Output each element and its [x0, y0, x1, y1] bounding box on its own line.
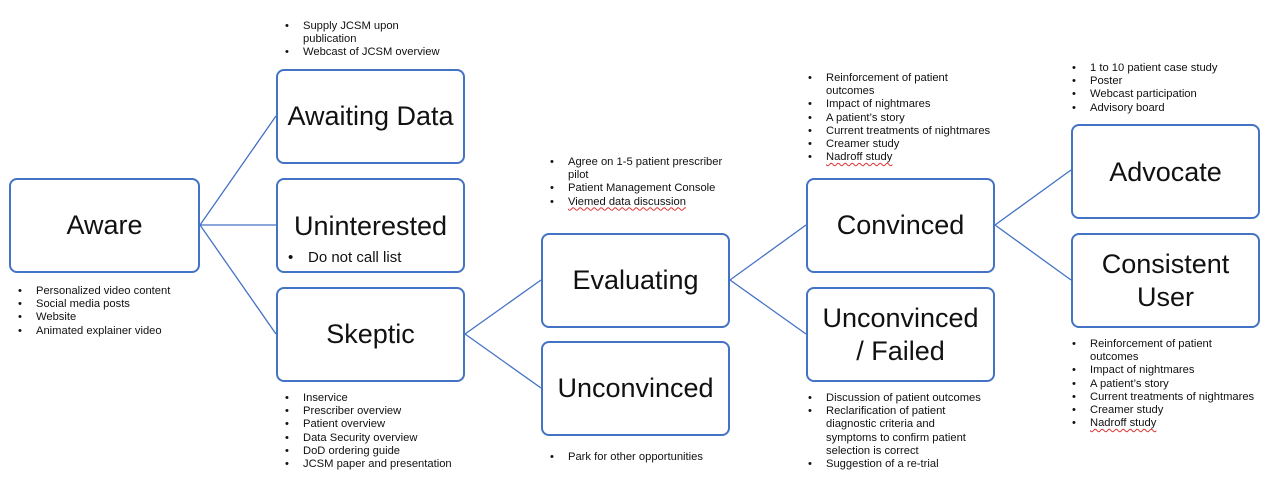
- note-item: Discussion of patient outcomes: [806, 392, 996, 405]
- note-item: Impact of nightmares: [806, 98, 1006, 111]
- stage-aware: Aware: [9, 178, 200, 273]
- stage-label: Awaiting Data: [287, 101, 454, 131]
- stage-advocate: Advocate: [1071, 124, 1260, 219]
- stage-skeptic: Skeptic: [276, 287, 465, 382]
- stage-evaluating: Evaluating: [541, 233, 730, 328]
- stage-label: Advocate: [1109, 157, 1222, 187]
- note-item: Current treatments of nightmares: [1070, 391, 1275, 404]
- uninterested-notes: Do not call list: [278, 249, 401, 266]
- note-item: Nadroff study: [1070, 417, 1275, 430]
- note-item: Social media posts: [16, 298, 236, 311]
- consistent-user-notes: Reinforcement of patient outcomes Impact…: [1070, 338, 1275, 431]
- connector-aware-skeptic: [199, 224, 277, 335]
- stage-label: Consistent User: [1101, 248, 1230, 312]
- note-item: A patient’s story: [1070, 378, 1275, 391]
- note-item: Reclarification of patient diagnostic cr…: [806, 405, 976, 458]
- note-item: Supply JCSM upon publication: [283, 20, 423, 46]
- note-text: Viemed data discussion: [568, 195, 686, 208]
- note-item: Poster: [1070, 75, 1270, 88]
- note-item: A patient’s story: [806, 112, 1006, 125]
- connector-skeptic-evaluating: [464, 279, 542, 335]
- awaiting-data-notes: Supply JCSM upon publication Webcast of …: [283, 20, 463, 60]
- note-item: Creamer study: [806, 138, 1006, 151]
- note-item: Reinforcement of patient outcomes: [1070, 338, 1220, 364]
- note-item: Personalized video content: [16, 285, 236, 298]
- note-item: Viemed data discussion: [548, 196, 738, 209]
- connector-convinced-consistent: [994, 224, 1072, 281]
- note-item: DoD ordering guide: [283, 445, 483, 458]
- note-item: Patient overview: [283, 418, 483, 431]
- note-item: Prescriber overview: [283, 405, 483, 418]
- unconvinced-notes: Park for other opportunities: [548, 451, 748, 464]
- note-item: Impact of nightmares: [1070, 364, 1275, 377]
- note-item: Park for other opportunities: [548, 451, 748, 464]
- unconvinced-failed-notes: Discussion of patient outcomes Reclarifi…: [806, 392, 996, 471]
- stage-unconvinced-failed: Unconvinced / Failed: [806, 287, 995, 382]
- note-item: Reinforcement of patient outcomes: [806, 72, 956, 98]
- stage-label: Uninterested: [293, 211, 448, 241]
- convinced-notes: Reinforcement of patient outcomes Impact…: [806, 72, 1006, 165]
- stage-uninterested: Uninterested Do not call list: [276, 178, 465, 273]
- note-item: Advisory board: [1070, 102, 1270, 115]
- note-item: Webcast participation: [1070, 88, 1270, 101]
- connector-evaluating-convinced: [729, 224, 807, 281]
- stage-label: Aware: [66, 210, 143, 240]
- note-item: Data Security overview: [283, 432, 483, 445]
- note-item: Agree on 1-5 patient prescriber pilot: [548, 156, 738, 182]
- stage-label: Unconvinced / Failed: [822, 302, 979, 366]
- stage-consistent-user: Consistent User: [1071, 233, 1260, 328]
- note-text: Nadroff study: [1090, 417, 1157, 430]
- evaluating-notes: Agree on 1-5 patient prescriber pilot Pa…: [548, 156, 738, 209]
- note-item: 1 to 10 patient case study: [1070, 62, 1270, 75]
- note-item: Do not call list: [284, 249, 401, 266]
- stage-convinced: Convinced: [806, 178, 995, 273]
- skeptic-notes: Inservice Prescriber overview Patient ov…: [283, 392, 483, 471]
- note-item: JCSM paper and presentation: [283, 458, 483, 471]
- note-item: Current treatments of nightmares: [806, 125, 1006, 138]
- note-item: Creamer study: [1070, 404, 1275, 417]
- stage-label: Convinced: [836, 210, 965, 240]
- note-text: Nadroff study: [826, 151, 893, 164]
- stage-label: Unconvinced: [557, 373, 714, 403]
- advocate-notes: 1 to 10 patient case study Poster Webcas…: [1070, 62, 1270, 115]
- stage-unconvinced: Unconvinced: [541, 341, 730, 436]
- connector-evaluating-failed: [729, 279, 807, 335]
- note-item: Animated explainer video: [16, 325, 236, 338]
- aware-notes: Personalized video content Social media …: [16, 285, 236, 338]
- stage-label: Evaluating: [572, 265, 699, 295]
- note-item: Inservice: [283, 392, 483, 405]
- note-item: Nadroff study: [806, 151, 1006, 164]
- connector-skeptic-unconvinced: [464, 333, 542, 389]
- connector-convinced-advocate: [994, 169, 1072, 226]
- note-item: Suggestion of a re-trial: [806, 458, 996, 471]
- note-item: Website: [16, 311, 236, 324]
- stage-label: Skeptic: [326, 319, 415, 349]
- stage-awaiting-data: Awaiting Data: [276, 69, 465, 164]
- note-item: Patient Management Console: [548, 182, 738, 195]
- note-item: Webcast of JCSM overview: [283, 46, 463, 59]
- connector-aware-awaiting: [199, 115, 277, 226]
